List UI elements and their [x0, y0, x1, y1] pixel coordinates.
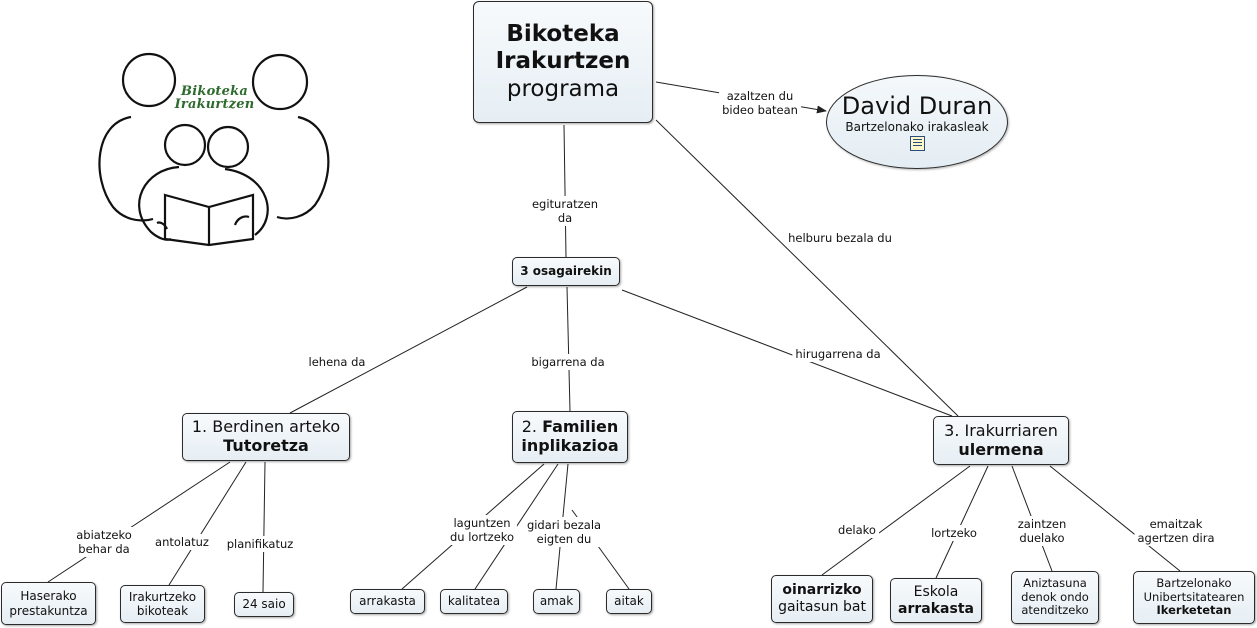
aniztasuna-line3: atenditzeko [1021, 603, 1089, 618]
link-tutoretza-saio [262, 461, 266, 593]
components-node[interactable]: 3 osagairekin [512, 257, 620, 286]
oinarrizko-line2: gaitasun bat [778, 599, 866, 615]
ulermena-line2: ulermena [958, 439, 1044, 459]
amak-node[interactable]: amak [533, 589, 580, 614]
link-label-emaitzak: emaitzak agertzen dira [1134, 516, 1218, 547]
link-label-egituratzen: egituratzen da [528, 196, 602, 227]
link-label-lortzeko: lortzeko [928, 525, 980, 542]
bikoteak-line2: bikoteak [136, 604, 189, 618]
eskola-node[interactable]: Eskola arrakasta [890, 578, 982, 623]
link-label-antolatuz: antolatuz [152, 534, 212, 551]
kalitatea-label: kalitatea [447, 594, 501, 609]
oinarrizko-line1: oinarrizko [782, 582, 862, 599]
arrakasta-label: arrakasta [359, 594, 416, 609]
reading-family-icon [98, 52, 330, 247]
ikerketetan-line3: Ikerketetan [1156, 603, 1232, 618]
aitak-label: aitak [614, 594, 644, 609]
link-root-ulermena [655, 119, 959, 417]
david-title: David Duran [841, 91, 993, 120]
link-label-abiatzeko: abiatzeko behar da [73, 527, 135, 558]
haserako-line2: prestakuntza [9, 603, 88, 618]
david-duran-node[interactable]: David Duran Bartzelonako irakasleak [826, 75, 1008, 169]
link-root-components [563, 124, 567, 258]
arrakasta-node[interactable]: arrakasta [350, 589, 425, 614]
tutoretza-line2: Tutoretza [223, 436, 309, 455]
ulermena-line1: 3. Irakurriaren [944, 420, 1058, 440]
aniztasuna-node[interactable]: Aniztasuna denok ondo atenditzeko [1011, 571, 1099, 624]
link-label-laguntzen: laguntzen du lortzeko [446, 515, 518, 546]
eskola-line1: Eskola [913, 583, 959, 600]
link-components-ulermena [621, 289, 953, 417]
root-line1: Bikoteka [506, 21, 620, 48]
link-tutoretza-bikoteak [168, 461, 247, 586]
oinarrizko-node[interactable]: oinarrizko gaitasun bat [771, 575, 873, 623]
saio-node[interactable]: 24 saio [234, 592, 294, 617]
bikoteak-line1: Irakurtzeko [128, 589, 197, 604]
root-line3: programa [506, 75, 620, 102]
document-icon[interactable] [909, 136, 925, 152]
aniztasuna-line1: Aniztasuna [1023, 576, 1087, 591]
logo-text-line1: Bikoteka [181, 84, 248, 99]
haserako-line1: Haserako [20, 589, 77, 604]
root-line2: Irakurtzen [495, 48, 631, 75]
link-ulermena-eskola [935, 465, 989, 579]
link-label-lehena: lehena da [305, 354, 369, 371]
root-node[interactable]: Bikoteka Irakurtzen programa [473, 1, 653, 123]
familien-line1: Familien [542, 417, 619, 437]
ulermena-node[interactable]: 3. Irakurriaren ulermena [933, 416, 1069, 465]
david-subtitle: Bartzelonako irakasleak [845, 120, 989, 135]
tutoretza-node[interactable]: 1. Berdinen arteko Tutoretza [182, 413, 350, 461]
link-label-delako: delako [835, 522, 879, 539]
link-ulermena-oinarrizko [821, 465, 971, 576]
ikerketetan-line2: Unibertsitatearen [1143, 589, 1245, 604]
link-label-planifikatuz: planifikatuz [223, 536, 297, 553]
link-label-bigarrena: bigarrena da [528, 354, 608, 371]
link-components-tutoretza [289, 286, 528, 414]
link-ulermena-ikerketetan [1049, 465, 1181, 572]
amak-label: amak [539, 594, 574, 609]
familien-number: 2. [521, 417, 537, 437]
bikoteak-node[interactable]: Irakurtzeko bikoteak [120, 585, 205, 623]
haserako-node[interactable]: Haserako prestakuntza [1, 582, 96, 625]
logo-text-line2: Irakurtzen [174, 97, 255, 112]
link-label-azaltzen: azaltzen du bideo batean [719, 88, 801, 119]
link-tutoretza-haserako [47, 461, 231, 583]
familien-node[interactable]: 2. Familien inplikazioa [512, 411, 628, 463]
link-label-gidari: gidari bezala eigten du [523, 517, 605, 548]
tutoretza-line1: 1. Berdinen arteko [191, 417, 341, 437]
link-label-hirugarrena: hirugarrena da [792, 346, 884, 363]
components-label: 3 osagairekin [520, 264, 612, 279]
familien-line2: inplikazioa [521, 436, 619, 455]
logo-illustration: Bikoteka Irakurtzen [73, 27, 356, 264]
ikerketetan-line1: Bartzelonako [1156, 576, 1232, 591]
link-label-helburu: helburu bezala du [785, 230, 895, 247]
link-components-familien [566, 286, 571, 412]
ikerketetan-node[interactable]: Bartzelonako Unibertsitatearen Ikerketet… [1133, 571, 1255, 624]
link-label-zaintzen: zaintzen duelako [1014, 516, 1070, 547]
aniztasuna-line2: denok ondo [1021, 589, 1089, 604]
aitak-node[interactable]: aitak [606, 589, 652, 614]
saio-label: 24 saio [242, 597, 286, 612]
eskola-line2: arrakasta [898, 600, 974, 617]
kalitatea-node[interactable]: kalitatea [440, 589, 508, 614]
